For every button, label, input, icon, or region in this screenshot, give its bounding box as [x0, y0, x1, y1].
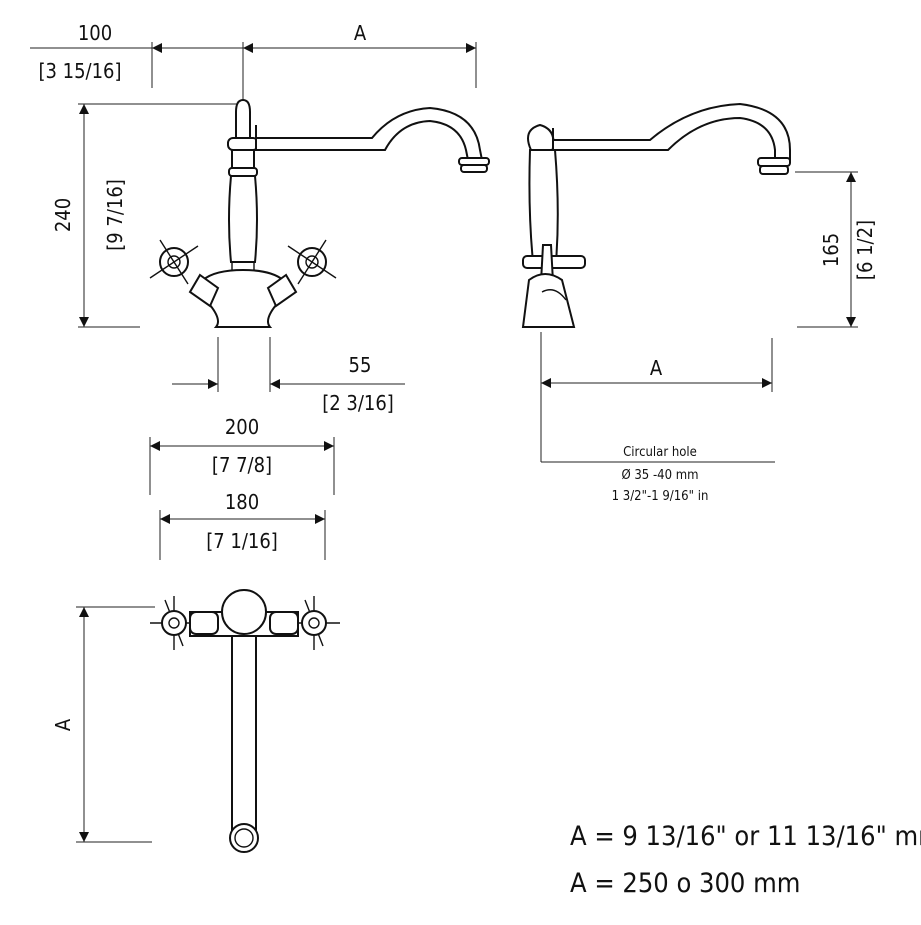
front-view: 100 [3 15/16] A 240 [9 7/16]	[30, 21, 490, 560]
side-handle-bar	[522, 255, 586, 269]
handle-bar	[297, 239, 327, 285]
aerator	[460, 164, 488, 173]
handle-hub	[305, 255, 319, 269]
collar-lower	[228, 167, 258, 177]
handle-hub	[167, 255, 181, 269]
collar	[227, 137, 259, 151]
dim-a-top: A	[354, 21, 367, 45]
dim-180-in: [7 1/16]	[206, 529, 278, 553]
handle-stem-right	[266, 273, 298, 308]
dim-side-a: A	[650, 356, 663, 380]
dim-180-mm: 180	[225, 490, 259, 514]
body	[228, 175, 258, 263]
side-spout	[552, 102, 791, 161]
dim-100-mm: 100	[78, 21, 112, 45]
dim-165-in: [6 1/2]	[853, 220, 877, 280]
side-lever	[527, 123, 555, 154]
top-handle-left	[150, 596, 219, 650]
top-spout-aerator	[234, 828, 254, 848]
dim-200-in: [7 7/8]	[212, 453, 272, 477]
side-base-detail	[541, 289, 567, 301]
dim-200-mm: 200	[225, 415, 259, 439]
note-a-mm: A = 250 o 300 mm	[570, 868, 800, 899]
side-base	[521, 273, 576, 328]
dim-55-in: [2 3/16]	[322, 391, 394, 415]
dim-240-in: [9 7/16]	[103, 179, 127, 251]
dim-240-mm: 240	[51, 198, 75, 232]
top-spout	[231, 624, 257, 843]
top-body-center	[221, 589, 267, 635]
handle-bar	[159, 239, 189, 285]
hole-title: Circular hole	[623, 445, 697, 460]
top-handle-right	[269, 596, 340, 650]
dim-165-mm: 165	[819, 233, 843, 267]
dim-100-in: [3 15/16]	[38, 59, 121, 83]
dim-55-mm: 55	[349, 353, 372, 377]
side-view: 165 [6 1/2] A Circular hole Ø 35 -40 mm …	[521, 102, 877, 504]
note-a-inches: A = 9 13/16" or 11 13/16" mm	[570, 821, 921, 852]
handle-stem-left	[188, 273, 220, 308]
spout-tip	[458, 157, 490, 166]
base	[201, 268, 285, 328]
hole-mm: Ø 35 -40 mm	[621, 468, 698, 483]
hole-inch: 1 3/2"-1 9/16" in	[612, 489, 709, 504]
side-spout-tip	[757, 157, 791, 167]
dim-top-a: A	[51, 718, 75, 731]
side-aerator	[759, 165, 789, 175]
top-view: A	[51, 589, 340, 853]
spout	[255, 106, 484, 161]
top-spout-end	[229, 823, 259, 853]
